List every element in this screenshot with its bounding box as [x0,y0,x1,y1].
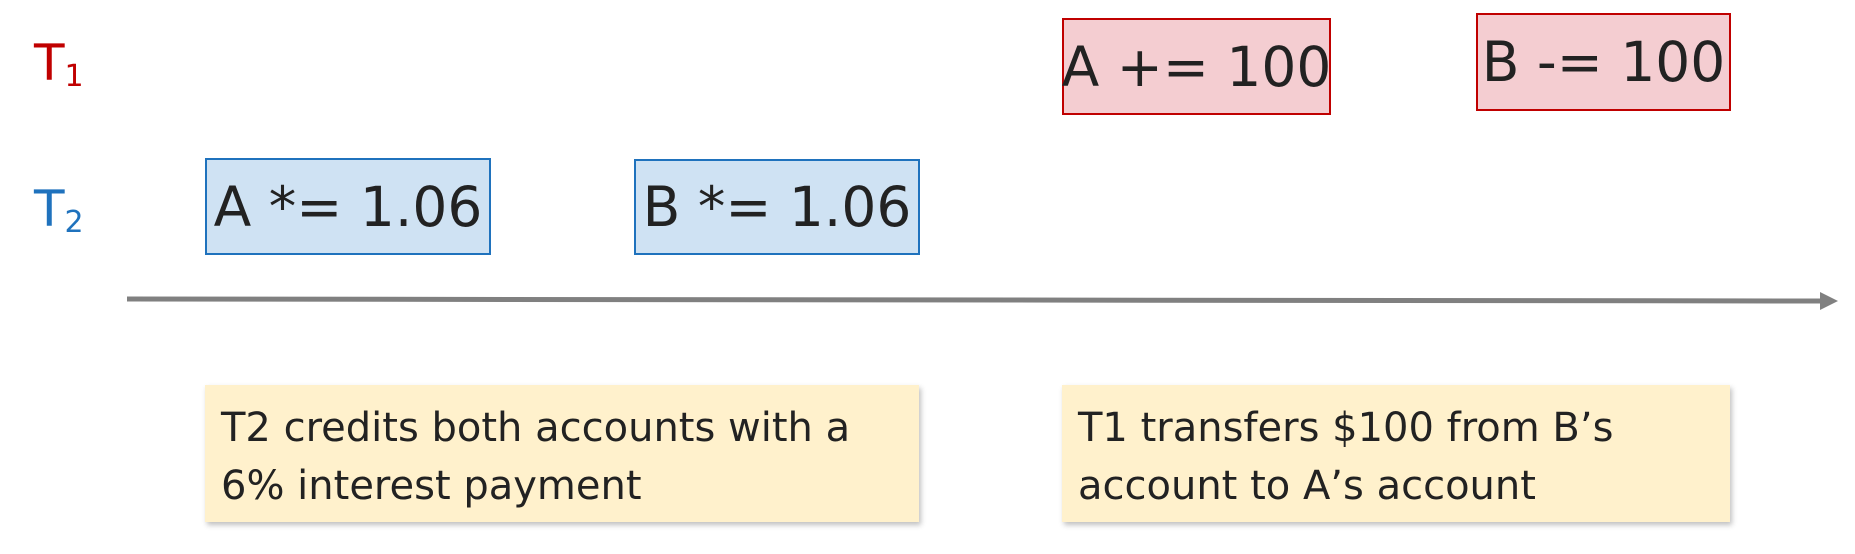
t1-op-b-sub-text: B -= 100 [1481,30,1726,94]
row-label-t1-subscript: 1 [64,59,84,94]
t1-op-a-add: A += 100 [1062,18,1331,115]
note-t1-description: T1 transfers $100 from B’s account to A’… [1062,385,1730,522]
t2-op-b-mul-text: B *= 1.06 [642,175,912,239]
time-axis-arrowhead [1820,292,1838,310]
row-label-t1-letter: T [34,34,65,92]
row-label-t2-subscript: 2 [64,205,84,240]
note-t2-text: T2 credits both accounts with a 6% inter… [221,405,851,509]
note-t1-text: T1 transfers $100 from B’s account to A’… [1078,405,1614,509]
row-label-t1: T1 [34,38,84,92]
time-axis-line [126,296,1823,304]
t2-op-a-mul: A *= 1.06 [205,158,491,255]
note-t2-description: T2 credits both accounts with a 6% inter… [205,385,919,522]
t2-op-a-mul-text: A *= 1.06 [213,174,483,239]
t2-op-b-mul: B *= 1.06 [634,159,920,255]
row-label-t2-letter: T [34,180,65,238]
t1-op-b-sub: B -= 100 [1476,13,1731,111]
row-label-t2: T2 [34,184,84,238]
t1-op-a-add-text: A += 100 [1061,34,1332,99]
